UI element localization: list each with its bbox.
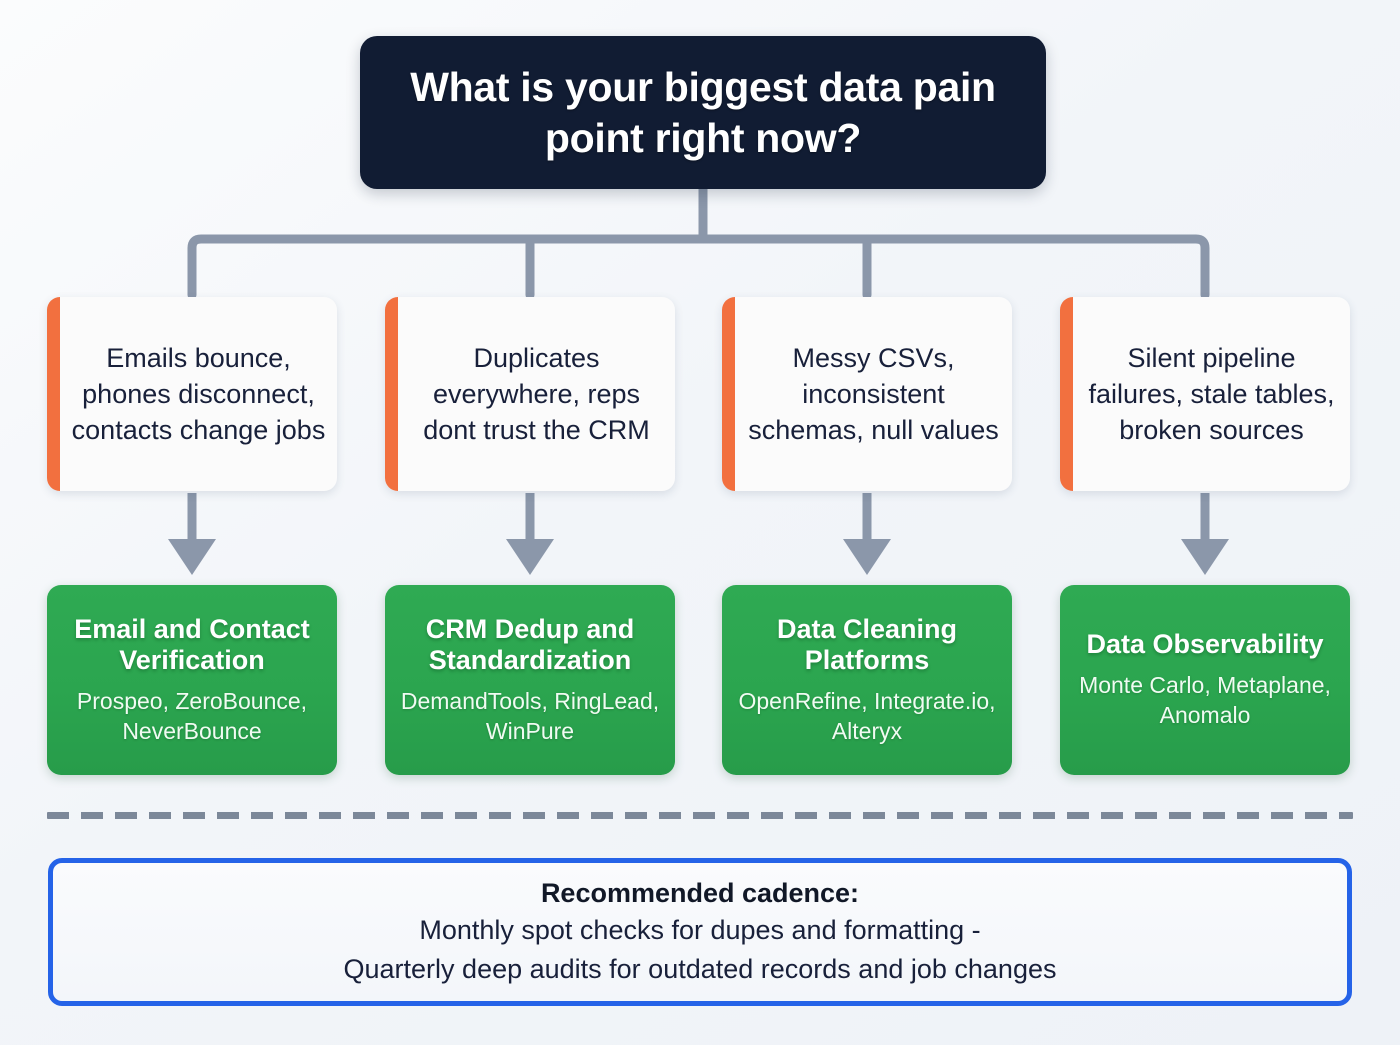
accent-bar-2 <box>385 297 398 491</box>
arrow-head-2 <box>506 539 554 575</box>
recommendation-line-1: Monthly spot checks for dupes and format… <box>419 915 981 946</box>
accent-bar-3 <box>722 297 735 491</box>
accent-bar-1 <box>47 297 60 491</box>
recommendation-line-2: Quarterly deep audits for outdated recor… <box>343 953 1057 984</box>
question-title-box: What is your biggest data pain point rig… <box>360 36 1046 189</box>
solution-title-2: CRM Dedup and Standardization <box>425 613 635 676</box>
pain-point-text-2: Duplicates everywhere, reps dont trust t… <box>423 342 650 446</box>
pain-point-card-3: Messy CSVs, inconsistent schemas, null v… <box>722 297 1012 491</box>
arrow-head-1 <box>168 539 216 575</box>
pain-point-card-2: Duplicates everywhere, reps dont trust t… <box>385 297 675 491</box>
solution-title-4: Data Observability <box>1086 629 1324 660</box>
solution-tools-3: OpenRefine, Integrate.io, Alteryx <box>738 687 996 744</box>
solution-tools-1: Prospeo, ZeroBounce, NeverBounce <box>76 687 308 744</box>
arrow-head-4 <box>1181 539 1229 575</box>
dashed-divider <box>47 812 1353 819</box>
pain-point-text-3: Messy CSVs, inconsistent schemas, null v… <box>748 342 999 446</box>
pain-point-card-4: Silent pipeline failures, stale tables, … <box>1060 297 1350 491</box>
accent-bar-4 <box>1060 297 1073 491</box>
solution-card-2: CRM Dedup and Standardization DemandTool… <box>385 585 675 775</box>
pain-point-text-1: Emails bounce, phones disconnect, contac… <box>71 342 326 446</box>
connector-horizontal-trunk <box>187 234 1210 300</box>
pain-point-text-4: Silent pipeline failures, stale tables, … <box>1088 342 1335 446</box>
pain-point-card-1: Emails bounce, phones disconnect, contac… <box>47 297 337 491</box>
arrow-head-3 <box>843 539 891 575</box>
solution-card-3: Data Cleaning Platforms OpenRefine, Inte… <box>722 585 1012 775</box>
solution-title-3: Data Cleaning Platforms <box>776 613 958 676</box>
solution-title-1: Email and Contact Verification <box>74 613 310 676</box>
page-title: What is your biggest data pain point rig… <box>410 64 996 161</box>
solution-card-4: Data Observability Monte Carlo, Metaplan… <box>1060 585 1350 775</box>
recommendation-heading: Recommended cadence: <box>540 877 860 908</box>
solution-tools-2: DemandTools, RingLead, WinPure <box>400 687 660 744</box>
recommended-cadence-box: Recommended cadence: Monthly spot checks… <box>48 858 1352 1006</box>
solution-card-1: Email and Contact Verification Prospeo, … <box>47 585 337 775</box>
solution-tools-4: Monte Carlo, Metaplane, Anomalo <box>1079 671 1331 728</box>
